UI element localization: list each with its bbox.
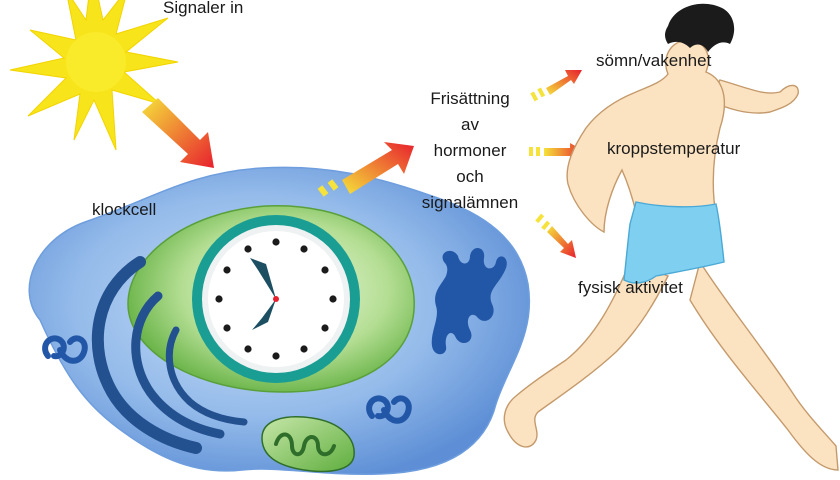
clock-cell <box>28 166 531 476</box>
physical-activity-label: fysisk aktivitet <box>578 278 683 297</box>
organelle-curl-right <box>366 395 412 424</box>
release-line-1: Frisättning <box>430 89 510 108</box>
golgi-apparatus <box>431 247 507 355</box>
organelle-curl-left <box>42 335 88 364</box>
mitochondrion-icon <box>261 416 355 473</box>
arrow-physical-activity <box>535 213 576 258</box>
signal-in-arrow <box>142 98 214 168</box>
signals-in-label: Signaler in <box>163 0 244 17</box>
arrow-sleep-wake <box>530 70 582 102</box>
endoplasmic-reticulum <box>91 256 248 454</box>
release-label: Frisättning av hormoner och signalämnen <box>410 86 530 216</box>
release-line-2: av <box>461 115 479 134</box>
clock-icon <box>192 215 360 383</box>
release-line-5: signalämnen <box>421 193 519 212</box>
runner-figure <box>503 3 839 471</box>
release-arrow <box>317 142 414 197</box>
release-line-4: och <box>456 167 484 186</box>
release-line-3: hormoner <box>433 141 507 160</box>
sun-icon <box>9 0 179 151</box>
body-temperature-label: kroppstemperatur <box>607 139 741 158</box>
sleep-wake-label: sömn/vakenhet <box>596 51 712 70</box>
clock-cell-label: klockcell <box>92 200 157 219</box>
